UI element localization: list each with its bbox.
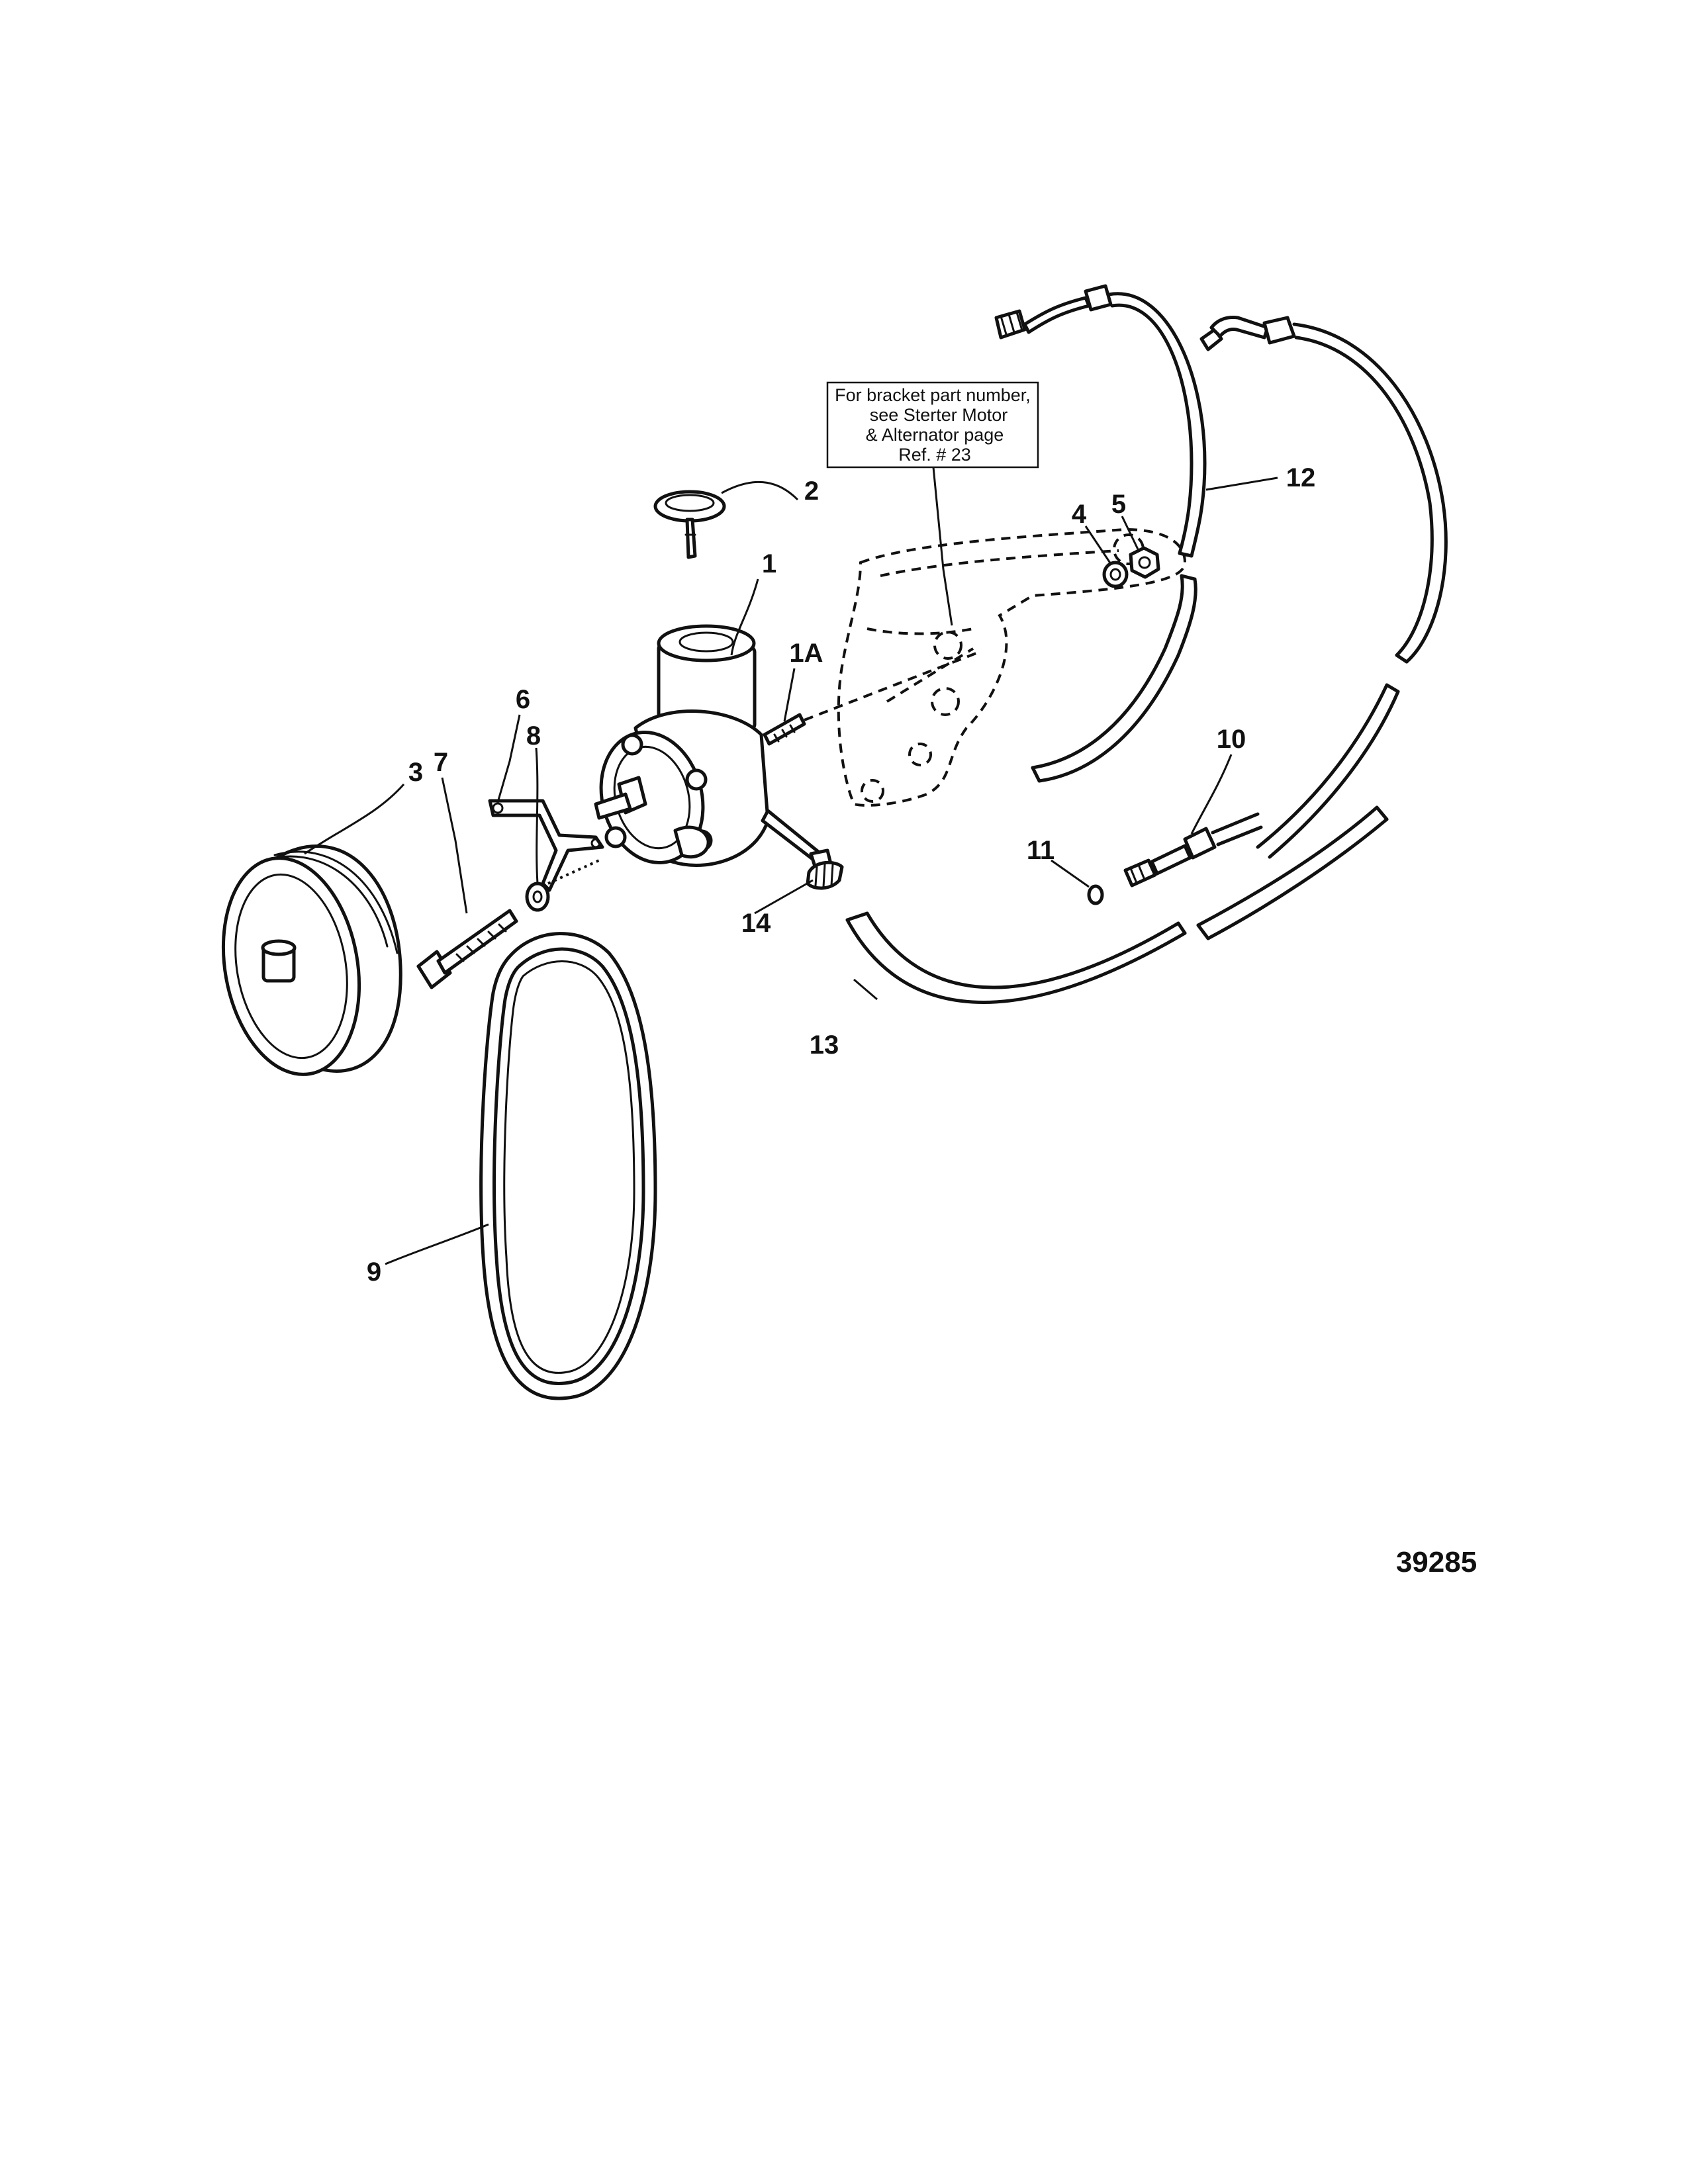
o-ring (1087, 884, 1104, 905)
callout-13: 13 (810, 1030, 839, 1060)
pressure-hose (994, 284, 1207, 783)
pulley-bolt (416, 909, 518, 989)
callout-12: 12 (1286, 463, 1316, 492)
callout-7: 7 (434, 748, 448, 777)
pulley (221, 844, 402, 1076)
callout-4: 4 (1072, 500, 1087, 529)
hose-fitting (806, 860, 844, 890)
callout-8: 8 (526, 721, 541, 751)
nut-5 (1129, 546, 1160, 579)
pump-brace (488, 799, 604, 892)
callout-9: 9 (367, 1257, 381, 1287)
return-hose (1199, 316, 1448, 859)
note-line-1: For bracket part number, (835, 385, 1031, 405)
callout-1: 1 (762, 549, 776, 578)
callout-2: 2 (804, 477, 819, 506)
washer-4 (1102, 561, 1129, 588)
leader-lines (304, 467, 1278, 1265)
callout-6: 6 (516, 685, 530, 714)
cooler-hose (1123, 812, 1263, 887)
callout-1a: 1A (789, 639, 823, 668)
callout-11: 11 (1027, 836, 1055, 865)
note-line-4: Ref. # 23 (898, 445, 971, 465)
callout-5: 5 (1111, 490, 1126, 519)
callout-14: 14 (741, 909, 771, 938)
figure-number: 39285 (1396, 1546, 1477, 1578)
callout-3: 3 (408, 758, 423, 787)
note-line-2: see Sterter Motor (870, 405, 1008, 425)
stud (763, 651, 980, 746)
note-line-3: & Alternator page (866, 425, 1004, 445)
power-steering-pump (594, 624, 833, 870)
supply-hose (845, 805, 1389, 1004)
filler-cap (653, 490, 726, 559)
note-box: For bracket part number, see Sterter Mot… (826, 381, 1039, 469)
callouts: 1 1A 2 3 4 5 6 7 8 9 10 11 12 13 14 (367, 463, 1315, 1287)
callout-10: 10 (1217, 725, 1246, 754)
drive-belt (479, 932, 657, 1400)
